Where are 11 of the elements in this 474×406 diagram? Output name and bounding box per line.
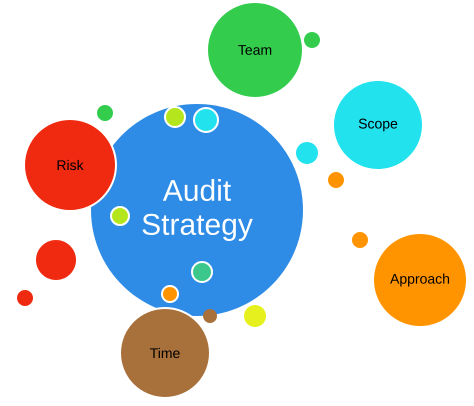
dot	[17, 290, 33, 306]
dot	[161, 285, 179, 303]
dot	[244, 305, 266, 327]
dot	[203, 309, 217, 323]
dot	[97, 105, 113, 121]
dot	[304, 32, 320, 48]
dot	[294, 140, 320, 166]
dot	[164, 106, 186, 128]
dot	[36, 240, 76, 280]
dot	[328, 172, 344, 188]
dot	[352, 232, 368, 248]
